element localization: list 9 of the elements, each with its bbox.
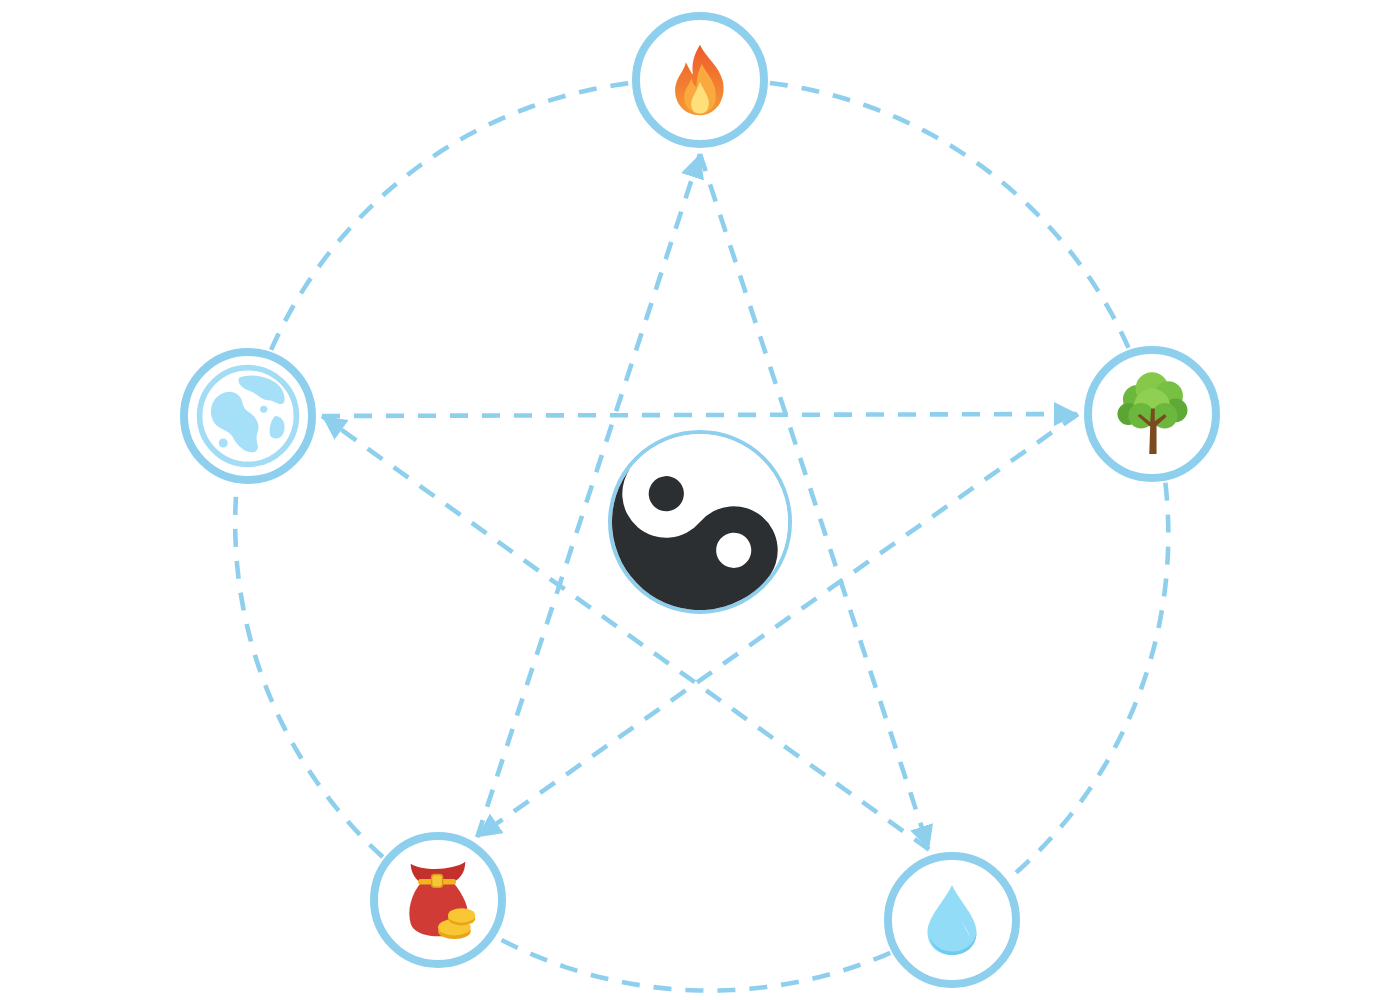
dashed-arc: [769, 80, 1131, 349]
dashed-arrow: [320, 414, 931, 852]
dashed-arrow: [322, 402, 1078, 427]
dashed-arrow: [475, 153, 704, 838]
dashed-arrow: [475, 412, 1080, 840]
dashed-arc: [269, 80, 631, 351]
dashed-arc: [496, 935, 892, 993]
circle-node: [370, 832, 506, 968]
dashed-arrow: [697, 153, 933, 851]
